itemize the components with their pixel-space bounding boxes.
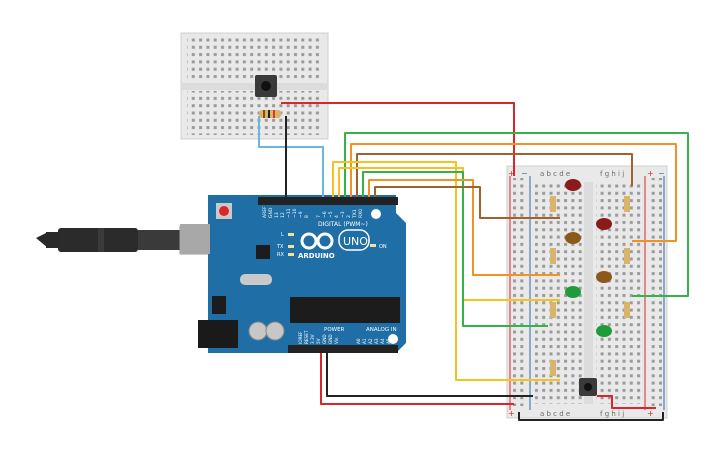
resistor-3[interactable] [550, 302, 556, 318]
wire-red-power [320, 353, 514, 405]
wire-brown-lower [374, 186, 560, 219]
rail-minus-label-tl: − [521, 169, 528, 178]
pin-label-3: ~3 [340, 211, 346, 218]
led-green-1[interactable] [565, 286, 581, 298]
breadboard-cols-left-top: a b c d e [540, 170, 570, 178]
breadboard-cols-left-bottom: a b c d e [540, 410, 570, 418]
rail-plus-label-br: + [647, 409, 654, 418]
led-brown-2[interactable] [596, 271, 612, 283]
rail-plus-label-tl: + [508, 169, 515, 178]
arduino-uno[interactable] [180, 195, 406, 353]
pin-label-6: ~6 [322, 211, 328, 218]
board-model: UNO [343, 235, 368, 248]
pin-label-11: ~11 [286, 208, 292, 218]
pin-label-aref: AREF [262, 206, 268, 218]
pin-label-8: 8 [304, 215, 310, 218]
pin-label-10: ~10 [292, 208, 298, 218]
board-brand: ARDUINO [298, 252, 335, 260]
pin-label-3v3: 3.3V [310, 334, 315, 344]
pin-label-a4: A4 [380, 338, 385, 344]
rail-plus-label-bl: + [508, 409, 515, 418]
led-red-1[interactable] [565, 179, 581, 191]
mini-breadboard[interactable] [180, 32, 329, 140]
pin-label-vin: Vin [334, 337, 339, 344]
pin-label-gnd1: GND [322, 334, 327, 344]
resistor-5[interactable] [624, 196, 630, 212]
pin-label-4: 4 [334, 215, 340, 218]
rail-minus-label-tr: − [658, 169, 665, 178]
pin-label-a0: A0 [356, 338, 361, 344]
on-led-label: ON [379, 244, 387, 250]
resistor-2[interactable] [550, 248, 556, 264]
wire-brown-upper [356, 153, 633, 197]
breadboard-cols-right-bottom: f g h i j [600, 410, 624, 418]
led-brown-1[interactable] [565, 232, 581, 244]
main-breadboard[interactable] [506, 165, 668, 419]
resistor-7[interactable] [624, 302, 630, 318]
pin-label-gnd2: GND [328, 334, 333, 344]
tx-led-label: TX [276, 244, 284, 250]
pin-label-13: 13 [274, 212, 280, 218]
wire-black-bottom [518, 412, 664, 421]
pin-label-5: ~5 [328, 211, 334, 218]
pin-label-a3: A3 [374, 338, 379, 344]
pin-label-gnd: GND [268, 207, 274, 218]
pin-label-7: 7 [316, 215, 322, 218]
l-led-label: L [281, 232, 284, 238]
wire-yellow-a [332, 161, 560, 381]
pin-label-12: 12 [280, 212, 286, 218]
pin-label-2: 2 [346, 215, 352, 218]
pin-label-ioref: IOREF [298, 331, 303, 344]
resistor-1[interactable] [550, 196, 556, 212]
pin-label-a1: A1 [362, 338, 367, 344]
led-red-2[interactable] [596, 218, 612, 230]
pin-label-a2: A2 [368, 338, 373, 344]
pin-label-rx0: RX0 [358, 209, 364, 218]
push-button-top[interactable] [255, 75, 277, 97]
wire-red-bottom-right [597, 395, 656, 409]
pin-label-tx1: TX1 [352, 209, 358, 219]
digital-header-label: DIGITAL (PWM~) [318, 221, 368, 228]
power-header-label: POWER [324, 327, 345, 333]
wire-yellow-b [338, 167, 560, 301]
wire-green-upper [344, 132, 689, 297]
wire-orange-lower [368, 179, 560, 276]
rail-plus-label-tr: + [647, 169, 654, 178]
breadboard-cols-right-top: f g h i j [600, 170, 624, 178]
led-green-2[interactable] [596, 325, 612, 337]
resistor-6[interactable] [624, 248, 630, 264]
pin-label-9: ~9 [298, 211, 304, 218]
resistor-4[interactable] [550, 360, 556, 376]
wire-green-lower [362, 171, 548, 327]
analog-header-label: ANALOG IN [366, 327, 397, 333]
wire-red-top [281, 102, 515, 176]
pin-label-5v: 5V [316, 338, 321, 344]
rx-led-label: RX [277, 252, 284, 258]
pin-label-a5: A5 [386, 338, 391, 344]
pin-label-reset: RESET [304, 330, 309, 344]
resistors[interactable] [550, 196, 630, 376]
wire-black-power [326, 353, 533, 397]
push-button-bottom[interactable] [579, 378, 597, 396]
wire-blue-top [258, 116, 324, 197]
resistor-top[interactable] [259, 110, 281, 118]
